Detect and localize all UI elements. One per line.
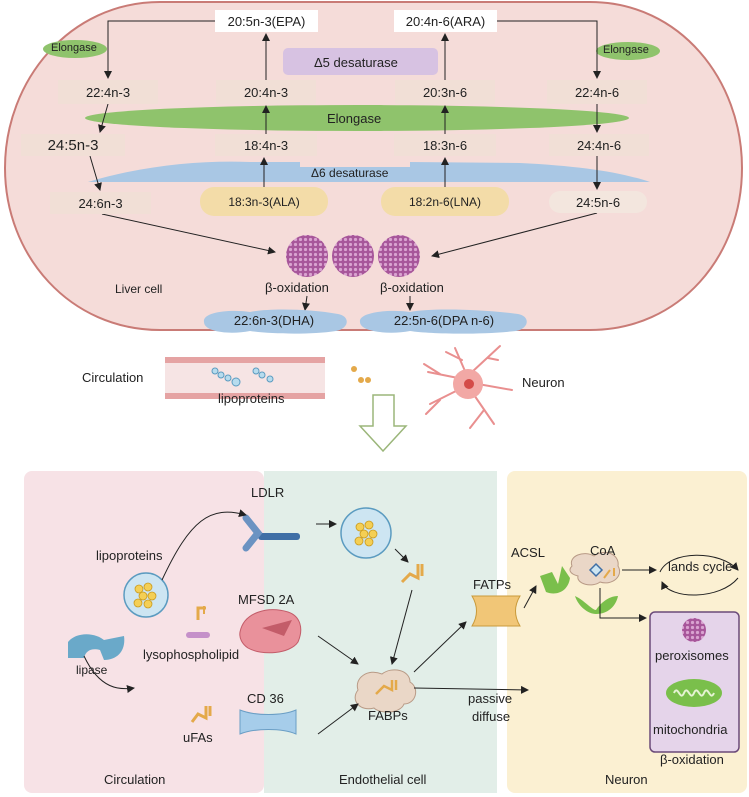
arrow-vesicle-to-fa — [394, 548, 409, 563]
lysophospholipid-molecule — [186, 606, 210, 638]
ufas-label: uFAs — [183, 730, 213, 745]
delta5-desaturase-label: Δ5 desaturase — [314, 55, 398, 70]
lipoproteins-middle-label: lipoproteins — [218, 391, 285, 406]
peroxisome-cluster — [286, 235, 420, 277]
arrow-coa-to-organelles — [599, 588, 647, 622]
fatty-acid-dots — [351, 366, 371, 383]
delta6-shape — [88, 161, 650, 182]
mitochondria-label: mitochondria — [653, 722, 728, 737]
delta6-desaturase-label: Δ6 desaturase — [311, 166, 389, 180]
arrow-cd36-to-fabps — [317, 703, 359, 735]
n6-22-4-box: 22:4n-6 — [547, 80, 647, 104]
ufa-molecule — [190, 706, 212, 723]
diffuse-label: diffuse — [472, 709, 511, 724]
acsl-enzyme — [540, 566, 570, 594]
mfsd2a-transporter — [239, 609, 302, 654]
n3-20-4-box: 20:4n-3 — [216, 80, 316, 104]
n3-18-4-box: 18:4n-3 — [215, 134, 317, 156]
endothelial-panel-title: Endothelial cell — [339, 772, 427, 787]
circulation-panel-title: Circulation — [104, 772, 166, 787]
elongase-left-shape — [43, 40, 107, 58]
cd36-transporter — [239, 709, 297, 735]
arrow-fabps-to-fatps — [413, 621, 467, 673]
elongase-right-label: Elongase — [603, 44, 649, 56]
n3-22-4-box: 22:4n-3 — [58, 80, 158, 104]
acsl-label: ACSL — [511, 545, 545, 560]
arrow-24-5-to-24-6 — [89, 155, 102, 191]
arrow-epa-to-22-4n3 — [104, 20, 215, 79]
hollow-down-arrow — [358, 394, 408, 453]
ldlr-receptor — [242, 514, 300, 552]
lysophospholipid-label: lysophospholipid — [143, 647, 240, 662]
dha-label: 22:6n-3(DHA) — [233, 312, 315, 328]
n3-24-5-box: 24:5n-3 — [21, 134, 125, 156]
beta-oxidation-neuron-label: β-oxidation — [660, 752, 724, 767]
neuron-middle-label: Neuron — [522, 375, 565, 390]
free-fatty-acid — [400, 564, 424, 584]
arrow-24-5-to-peroxisome — [431, 212, 598, 259]
elongase-center-shape — [85, 105, 629, 131]
lands-cycle-label: lands cycle — [668, 559, 733, 574]
lipase-label: lipase — [76, 663, 108, 677]
panel-circulation — [24, 471, 264, 793]
fatps-transporter — [471, 595, 521, 627]
lipoproteins-panel-label: lipoproteins — [96, 548, 163, 563]
ldlr-label: LDLR — [251, 485, 285, 500]
arrow-fatps-to-acsl — [523, 585, 537, 609]
arrow-lipoprotein-to-ldlr — [161, 509, 247, 581]
neuron-panel-title: Neuron — [605, 772, 648, 787]
arrows — [83, 20, 657, 735]
arrow-ara-to-22-4n6 — [497, 20, 601, 79]
beta-oxidation-right: β-oxidation — [380, 280, 444, 295]
cd36-label: CD 36 — [247, 691, 284, 706]
product-blobs — [203, 309, 527, 334]
circulation-label: Circulation — [82, 370, 144, 385]
n3-24-6-box: 24:6n-3 — [50, 192, 151, 214]
lna-box: 18:2n-6(LNA) — [381, 187, 509, 216]
n6-24-5-box: 24:5n-6 — [549, 191, 647, 213]
epa-box: 20:5n-3(EPA) — [215, 10, 318, 32]
beta-oxidation-left: β-oxidation — [265, 280, 329, 295]
peroxisomes-label: peroxisomes — [655, 648, 729, 663]
ala-box: 18:3n-3(ALA) — [200, 187, 328, 216]
peroxisome-icon — [682, 618, 706, 642]
fatps-label: FATPs — [473, 577, 512, 592]
arrow-passive-diffuse — [413, 685, 529, 694]
passive-label: passive — [468, 691, 513, 706]
arrow-fa-to-fabps — [389, 589, 413, 665]
n6-24-4-box: 24:4n-6 — [549, 134, 649, 156]
elongase-right-shape — [596, 42, 660, 60]
n6-20-3-box: 20:3n-6 — [395, 80, 495, 104]
arrow-to-dha — [302, 295, 310, 311]
fabps-blob — [354, 669, 417, 713]
arrow-24-6-to-peroxisome — [101, 213, 276, 255]
lipase-enzyme — [68, 634, 125, 660]
coa-label: CoA — [590, 543, 616, 558]
dpa-label: 22:5n-6(DPA n-6) — [393, 312, 495, 328]
ara-box: 20:4n-6(ARA) — [394, 10, 497, 32]
arrow-22-4-to-24-5n3 — [98, 103, 109, 133]
arrow-mfsd2a-to-fabps — [317, 635, 359, 665]
elongase-center-label: Elongase — [327, 111, 382, 126]
lipoprotein-particles — [211, 367, 274, 387]
blood-vessel — [165, 357, 325, 399]
elongase-left-label: Elongase — [51, 42, 97, 54]
mitochondria-icon — [666, 679, 722, 707]
arrow-lipase-to-ufas — [83, 655, 135, 693]
delta5-shape — [283, 48, 438, 75]
liver-cell-label: Liver cell — [115, 282, 163, 296]
n6-18-3-box: 18:3n-6 — [394, 134, 496, 156]
fabps-label: FABPs — [368, 708, 408, 723]
mfsd2a-label: MFSD 2A — [238, 592, 295, 607]
